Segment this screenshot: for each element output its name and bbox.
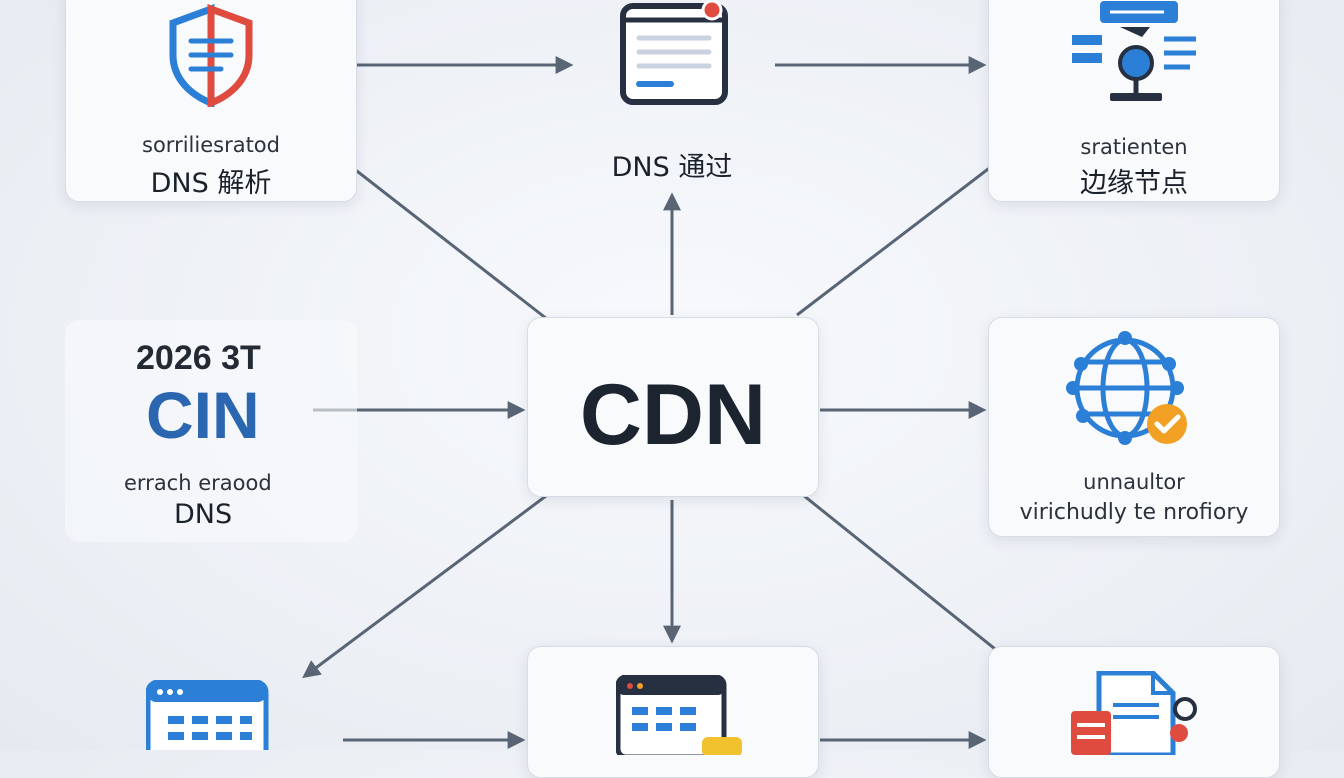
card-network-status: unnaultor virichudly te nrofiory	[988, 317, 1280, 537]
mid-left-title: DNS	[174, 499, 233, 530]
document-list-icon	[620, 0, 728, 105]
mid-right-caption: unnaultor	[1083, 470, 1185, 494]
mid-right-title: virichudly te nrofiory	[1019, 500, 1249, 525]
calendar-window-icon	[146, 680, 269, 750]
top-left-caption: sorriliesratod	[142, 133, 280, 157]
arrow-center-to-bottom-right	[792, 485, 1033, 680]
year-label: 2026 3T	[136, 339, 261, 377]
card-edge-node: sratienten 边缘节点	[988, 0, 1280, 202]
browser-window-icon	[616, 675, 742, 755]
card-cdn-center: CDN	[527, 317, 819, 497]
card-bottom-right	[988, 646, 1280, 778]
card-dns-resolution: sorriliesratod DNS 解析	[65, 0, 357, 202]
node-bottom-left	[140, 680, 270, 750]
node-dns-pass: DNS 通过	[560, 0, 784, 185]
card-bottom-middle	[527, 646, 819, 778]
card-cin-dns: 2026 3T CIN errach eraood DNS	[65, 320, 357, 542]
cin-label: CIN	[146, 378, 260, 452]
server-node-icon	[1072, 1, 1196, 101]
top-left-title: DNS 解析	[150, 168, 272, 199]
shield-icon	[169, 3, 253, 107]
top-middle-title: DNS 通过	[611, 152, 733, 183]
top-right-title: 边缘节点	[1080, 168, 1188, 199]
globe-network-icon	[1066, 331, 1187, 445]
arrow-center-to-bottom-left	[302, 482, 563, 679]
top-right-caption: sratienten	[1080, 135, 1188, 159]
file-report-icon	[1071, 671, 1197, 755]
cdn-title: CDN	[579, 367, 767, 463]
mid-left-caption: errach eraood	[124, 471, 272, 495]
